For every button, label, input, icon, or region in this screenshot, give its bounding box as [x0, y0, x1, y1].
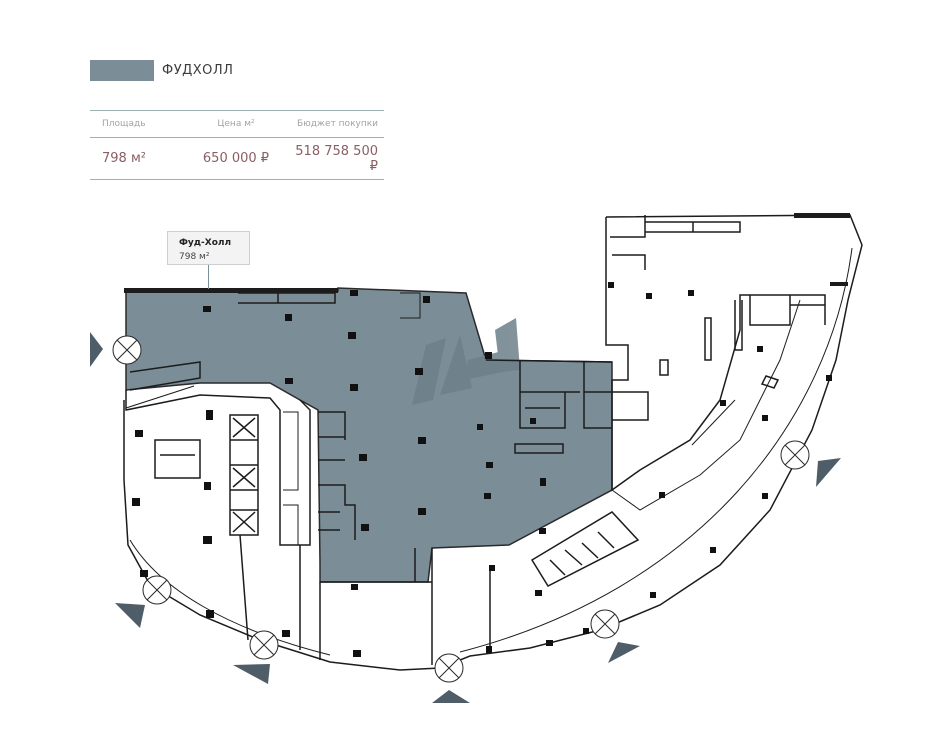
- heavy-walls: [124, 213, 850, 293]
- stats-table: Площадь Цена м² Бюджет покупки 798 м² 65…: [90, 110, 384, 180]
- callout-title: Фуд-Холл: [179, 238, 232, 248]
- stats-mid-rule: [90, 137, 384, 138]
- arrow-east: [816, 458, 841, 487]
- direction-arrows: [90, 332, 841, 703]
- arrow-south: [432, 690, 470, 703]
- legend: ФУДХОЛЛ: [90, 60, 233, 81]
- stats-header-budget: Бюджет покупки: [296, 119, 378, 129]
- stats-header-price: Цена м²: [217, 119, 255, 129]
- stats-header-area: Площадь: [102, 119, 146, 129]
- entrance-markers: [112, 335, 810, 683]
- columns: [132, 282, 832, 657]
- arrow-southwest-1: [115, 603, 145, 628]
- arrow-southeast: [608, 642, 640, 663]
- stats-value-budget: 518 758 500 ₽: [295, 143, 378, 174]
- stats-value-row: 798 м² 650 000 ₽ 518 758 500 ₽: [90, 138, 384, 179]
- stats-value-price: 650 000 ₽: [202, 151, 270, 166]
- callout-leader-line: [208, 265, 209, 289]
- food-hall-area[interactable]: [125, 287, 613, 583]
- legend-swatch: [90, 60, 154, 81]
- arrow-southwest-2: [233, 664, 270, 684]
- legend-label: ФУДХОЛЛ: [162, 63, 234, 78]
- stats-bottom-rule: [90, 179, 384, 180]
- watermark-logo: [412, 318, 520, 405]
- food-hall-callout[interactable]: Фуд-Холл 798 м²: [167, 231, 250, 265]
- callout-area: 798 м²: [179, 252, 210, 262]
- stats-value-area: 798 м²: [102, 151, 146, 166]
- stats-header-row: Площадь Цена м² Бюджет покупки: [90, 111, 384, 137]
- arrow-west: [90, 332, 103, 367]
- stats-top-rule: [90, 110, 384, 111]
